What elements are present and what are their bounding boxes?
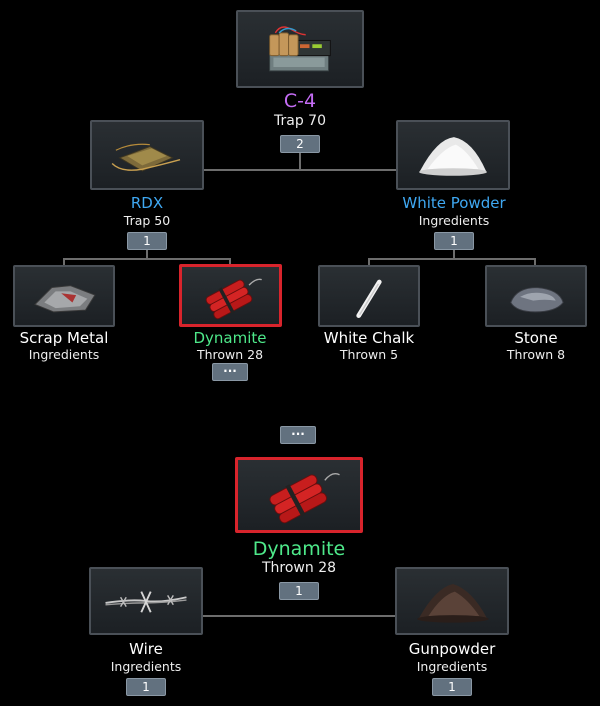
white-chalk-thrown-level: Thrown 5 xyxy=(339,347,399,362)
scrap-metal-name: Scrap Metal xyxy=(19,329,109,347)
c4-name: C-4 xyxy=(283,90,317,112)
dynamite-detail-quantity-badge: 1 xyxy=(279,582,319,600)
wire-card[interactable] xyxy=(89,567,203,635)
white-chalk-name: White Chalk xyxy=(323,329,415,347)
connector-powder-down xyxy=(453,247,455,259)
white-powder-category: Ingredients xyxy=(418,213,490,228)
wire-category: Ingredients xyxy=(110,659,182,674)
connector-powder-right-down xyxy=(534,258,536,266)
c4-explosive-icon xyxy=(269,26,331,72)
connector-powder-horizontal xyxy=(368,258,536,260)
gunpowder-pile-icon xyxy=(417,584,489,623)
dynamite-detail-thrown-level: Thrown 28 xyxy=(261,560,337,576)
scrap-metal-icon xyxy=(34,285,96,313)
dynamite-icon xyxy=(205,278,262,320)
white-powder-quantity-badge: 1 xyxy=(434,232,474,250)
rdx-card[interactable] xyxy=(90,120,204,190)
dynamite-thrown-level: Thrown 28 xyxy=(196,347,264,362)
stone-thrown-level: Thrown 8 xyxy=(506,347,566,362)
rdx-bundle-icon xyxy=(111,143,181,172)
stone-icon xyxy=(510,287,564,313)
connector-rdx-left-down xyxy=(63,258,65,266)
rdx-name: RDX xyxy=(130,194,164,212)
connector-dynamite-horizontal xyxy=(201,615,397,617)
wire-name: Wire xyxy=(129,640,163,658)
wire-quantity-badge: 1 xyxy=(126,678,166,696)
c4-card[interactable] xyxy=(236,10,364,88)
white-powder-name: White Powder xyxy=(402,194,506,212)
stone-name: Stone xyxy=(514,329,558,347)
rdx-trap-level: Trap 50 xyxy=(123,213,171,228)
connector-powder-left-down xyxy=(368,258,370,266)
c4-quantity-badge: 2 xyxy=(280,135,320,153)
connector-rdx-down xyxy=(146,247,148,259)
connector-rdx-horizontal xyxy=(63,258,231,260)
white-chalk-card[interactable] xyxy=(318,265,420,327)
dynamite-parent-more-button[interactable]: ··· xyxy=(280,426,316,444)
dynamite-icon xyxy=(269,473,340,524)
gunpowder-card[interactable] xyxy=(395,567,509,635)
connector-c4-down xyxy=(299,152,301,170)
white-powder-card[interactable] xyxy=(396,120,510,190)
gunpowder-quantity-badge: 1 xyxy=(432,678,472,696)
connector-c4-horizontal xyxy=(203,169,397,171)
dynamite-name: Dynamite xyxy=(193,329,267,347)
gunpowder-category: Ingredients xyxy=(416,659,488,674)
connector-rdx-right-down xyxy=(229,258,231,266)
scrap-metal-category: Ingredients xyxy=(28,347,100,362)
stone-card[interactable] xyxy=(485,265,587,327)
rdx-quantity-badge: 1 xyxy=(127,232,167,250)
white-powder-pile-icon xyxy=(419,137,487,176)
dynamite-detail-name: Dynamite xyxy=(252,538,346,560)
white-chalk-icon xyxy=(356,279,382,318)
c4-trap-level: Trap 70 xyxy=(274,113,326,129)
dynamite-detail-card[interactable] xyxy=(235,457,363,533)
dynamite-card[interactable] xyxy=(179,264,282,327)
gunpowder-name: Gunpowder xyxy=(408,640,496,658)
scrap-metal-card[interactable] xyxy=(13,265,115,327)
barbed-wire-icon xyxy=(105,591,187,613)
dynamite-more-button[interactable]: ··· xyxy=(212,363,248,381)
